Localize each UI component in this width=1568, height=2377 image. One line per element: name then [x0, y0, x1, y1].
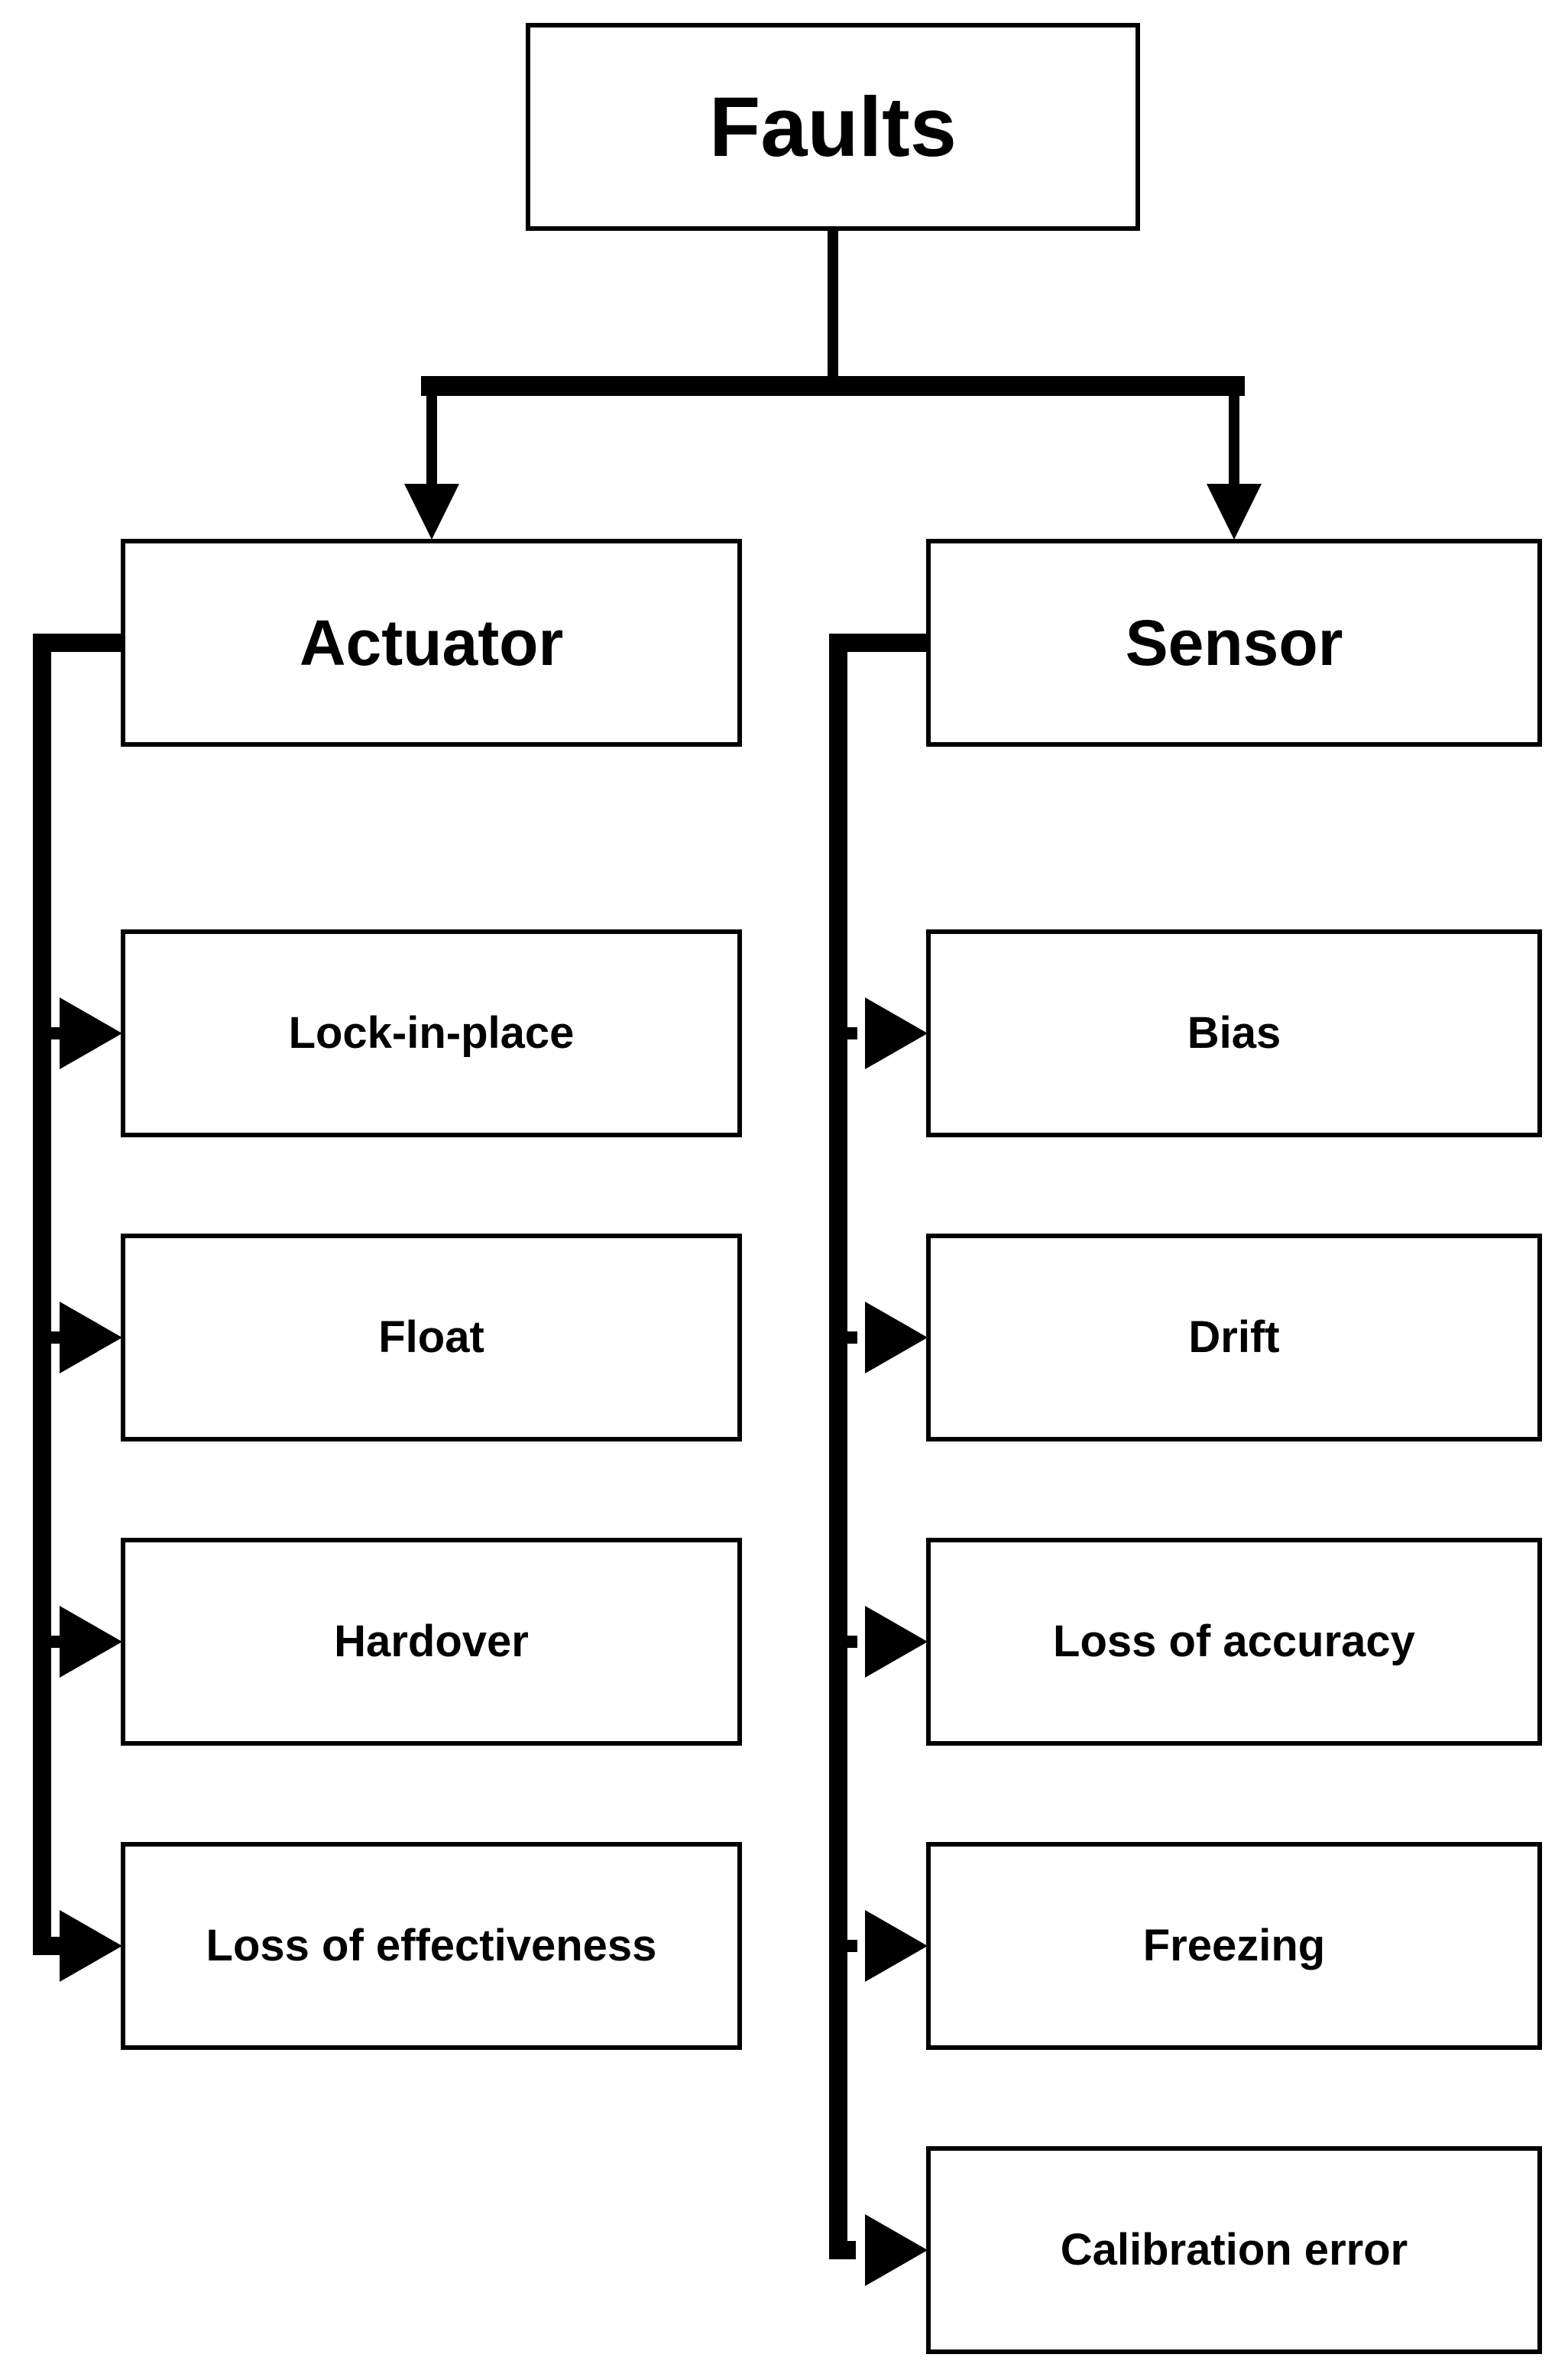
node-bias-label: Bias: [1187, 1008, 1281, 1059]
arrowhead-float: [60, 1302, 122, 1373]
node-actuator: Actuator: [121, 539, 742, 747]
arrowhead-lock-in-place: [60, 997, 122, 1069]
node-loss-of-effectiveness: Loss of effectiveness: [121, 1842, 742, 2050]
arrowhead-bias: [865, 997, 928, 1069]
connector-sensor-spine: [829, 634, 926, 2259]
arrowhead-calibration-error: [865, 2214, 928, 2286]
node-freezing: Freezing: [926, 1842, 1542, 2050]
node-freezing-label: Freezing: [1142, 1921, 1326, 1971]
arrowhead-sensor: [1207, 484, 1262, 540]
node-hardover-label: Hardover: [334, 1617, 529, 1667]
node-sensor-label: Sensor: [1125, 606, 1343, 679]
node-faults-label: Faults: [709, 79, 957, 174]
node-actuator-label: Actuator: [299, 606, 564, 679]
node-float-label: Float: [378, 1312, 484, 1363]
node-loss-of-accuracy-label: Loss of accuracy: [1053, 1617, 1415, 1667]
node-hardover: Hardover: [121, 1538, 742, 1746]
node-drift-label: Drift: [1188, 1312, 1280, 1363]
node-lock-in-place-label: Lock-in-place: [288, 1008, 575, 1059]
arrowhead-actuator: [404, 484, 459, 540]
node-lock-in-place: Lock-in-place: [121, 929, 742, 1137]
node-sensor: Sensor: [926, 539, 1542, 747]
connector-actuator-spine: [33, 634, 121, 1955]
node-faults: Faults: [526, 23, 1140, 231]
node-loss-of-effectiveness-label: Loss of effectiveness: [206, 1921, 657, 1971]
node-calibration-error: Calibration error: [926, 2146, 1542, 2354]
node-bias: Bias: [926, 929, 1542, 1137]
arrowhead-loss-of-accuracy: [865, 1606, 928, 1678]
node-drift: Drift: [926, 1234, 1542, 1441]
arrowhead-loss-of-effectiveness: [60, 1910, 122, 1982]
arrowhead-hardover: [60, 1606, 122, 1678]
node-calibration-error-label: Calibration error: [1060, 2225, 1408, 2275]
arrowhead-freezing: [865, 1910, 928, 1982]
node-loss-of-accuracy: Loss of accuracy: [926, 1538, 1542, 1746]
node-float: Float: [121, 1234, 742, 1441]
arrowhead-drift: [865, 1302, 928, 1373]
